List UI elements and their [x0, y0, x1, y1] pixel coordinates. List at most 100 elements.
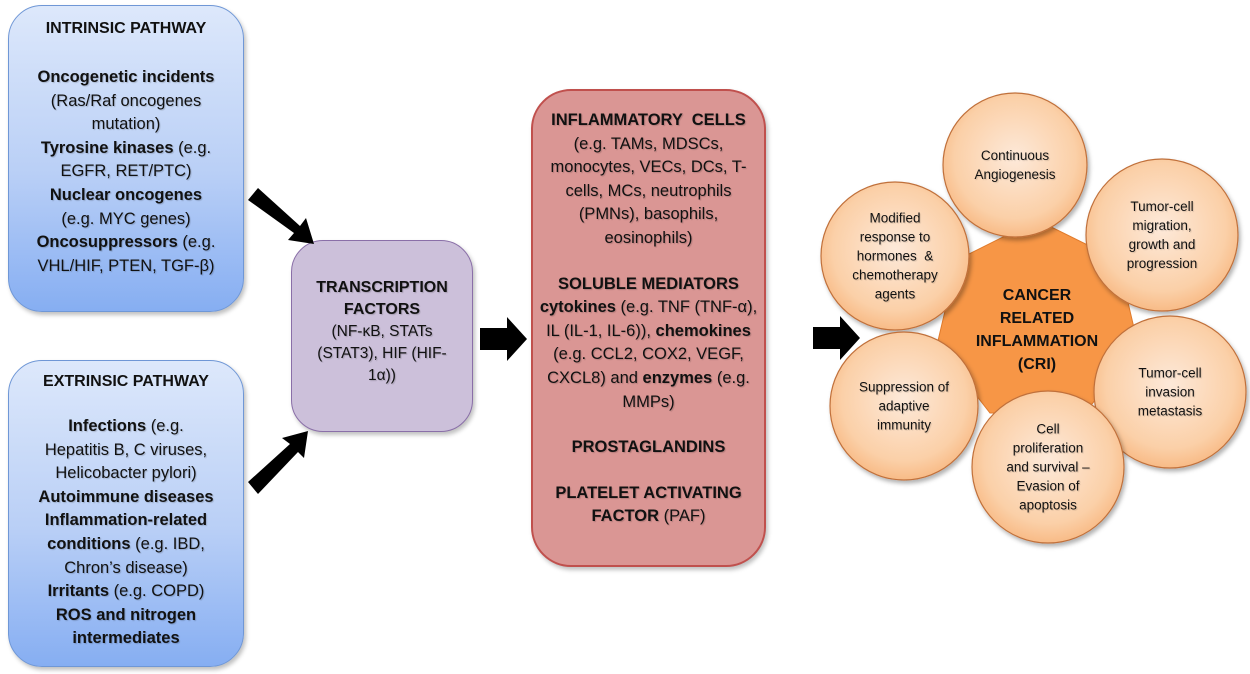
outcome-label-line: and survival – — [1006, 459, 1090, 475]
outcome-label-line: invasion — [1145, 384, 1195, 400]
extrinsic-item: Chron’s disease) — [9, 557, 243, 581]
term-detail: (e.g. IBD, — [130, 534, 205, 553]
term-detail: IL (IL-1, IL-6)), — [546, 321, 656, 340]
outcome-circle-hormones — [820, 181, 970, 331]
outcome-label-line: chemotherapy — [852, 267, 938, 283]
cells-line: (PMNs), basophils, — [578, 205, 719, 224]
term-detail: mutation) — [91, 115, 161, 134]
paf-line: PLATELET ACTIVATING — [555, 483, 742, 502]
term-detail: (e.g. — [177, 233, 216, 252]
term-detail: Chron’s disease) — [64, 558, 188, 577]
term-bold: Autoimmune diseases — [38, 487, 214, 506]
extrinsic-item: intermediates — [9, 627, 243, 651]
term-detail: (e.g. TNF (TNF-α), — [615, 298, 758, 317]
term-bold: intermediates — [72, 629, 180, 648]
term-bold: Oncogenetic incidents — [37, 68, 215, 86]
outcome-label-line: Evasion of — [1016, 478, 1080, 494]
transcription-title: TRANSCRIPTION FACTORS — [292, 277, 472, 321]
intrinsic-item: (e.g. MYC genes) — [9, 208, 243, 232]
outcome-label-line: Tumor-cell — [1130, 199, 1194, 214]
term-bold: Irritants — [47, 582, 110, 601]
transcription-title-line: FACTORS — [343, 301, 421, 318]
outcome-label-line: Tumor-cell — [1138, 365, 1202, 381]
outcome-circles — [820, 92, 1247, 544]
soluble-mediators-list: cytokines (e.g. TNF (TNF-α),IL (IL-1, IL… — [533, 296, 764, 414]
extrinsic-item: Hepatitis B, C viruses, — [9, 439, 243, 463]
term-bold: chemokines — [655, 321, 751, 340]
extrinsic-item: Infections (e.g. — [9, 415, 243, 439]
intrinsic-item: Oncosuppressors (e.g. — [9, 231, 243, 255]
cells-line: eosinophils) — [604, 228, 693, 247]
transcription-factors-box: TRANSCRIPTION FACTORS (NF-κB, STATs (STA… — [291, 240, 473, 432]
mediators-box: INFLAMMATORY CELLS (e.g. TAMs, MDSCs, mo… — [531, 89, 766, 567]
outcome-circle-immunity — [829, 331, 979, 481]
outcome-label-line: Cell — [1036, 421, 1060, 437]
outcome-label-line: immunity — [876, 417, 931, 433]
outcome-circle-angiogenesis — [942, 92, 1088, 238]
intrinsic-pathway-box: INTRINSIC PATHWAY Oncogenetic incidents (… — [8, 5, 244, 312]
extrinsic-item: Helicobacter pylori) — [9, 462, 243, 486]
outcome-circle-migration — [1085, 158, 1239, 312]
term-detail: (e.g. MYC genes) — [61, 209, 191, 228]
soluble-line: (e.g. CCL2, COX2, VEGF, — [533, 343, 764, 367]
term-detail: Helicobacter pylori) — [55, 464, 197, 483]
term-bold: Oncosuppressors — [36, 233, 178, 252]
extrinsic-pathway-box: EXTRINSIC PATHWAY Infections (e.g.Hepati… — [8, 360, 244, 667]
term-detail: (e.g. CCL2, COX2, VEGF, — [553, 345, 744, 364]
extrinsic-items: Infections (e.g.Hepatitis B, C viruses,H… — [9, 415, 243, 651]
outcome-label-line: migration, — [1132, 218, 1192, 233]
soluble-line: cytokines (e.g. TNF (TNF-α), — [533, 296, 764, 320]
cells-line: cells, MCs, neutrophils — [565, 181, 732, 200]
term-detail: EGFR, RET/PTC) — [60, 162, 192, 181]
intrinsic-title: INTRINSIC PATHWAY — [45, 20, 207, 37]
extrinsic-item: Inflammation-related — [9, 509, 243, 533]
term-bold: cytokines — [539, 298, 616, 317]
transcription-detail-line: 1α)) — [368, 367, 396, 384]
outcome-label-line: response to — [859, 229, 931, 245]
outcome-label-line: growth and — [1128, 237, 1196, 252]
outcome-circle-invasion — [1093, 315, 1247, 469]
term-detail: (Ras/Raf oncogenes — [50, 91, 202, 110]
outcome-label-line: Angiogenesis — [974, 167, 1056, 182]
intrinsic-item: VHL/HIF, PTEN, TGF-β) — [9, 255, 243, 279]
arrow-mediators-to-outcomes — [813, 316, 860, 360]
intrinsic-item: Oncogenetic incidents — [9, 66, 243, 90]
paf-abbrev: (PAF) — [659, 507, 706, 526]
term-detail: CXCL8) and — [547, 368, 643, 387]
outcome-circle-proliferation — [971, 390, 1125, 544]
prostaglandins-label: PROSTAGLANDINS — [571, 438, 726, 457]
extrinsic-item: conditions (e.g. IBD, — [9, 533, 243, 557]
arrow-extrinsic-to-transcription — [248, 431, 308, 494]
soluble-line: CXCL8) and enzymes (e.g. — [533, 367, 764, 391]
transcription-details: (NF-κB, STATs (STAT3), HIF (HIF- 1α)) — [292, 321, 472, 387]
cri-line: RELATED — [999, 310, 1075, 327]
term-bold: Inflammation-related — [44, 511, 208, 530]
term-bold: ROS and nitrogen — [55, 605, 197, 624]
outcome-label-line: progression — [1126, 256, 1198, 271]
outcome-label-line: hormones & — [856, 248, 934, 264]
term-bold: conditions — [47, 534, 131, 553]
cri-label: CANCER RELATED INFLAMMATION (CRI) — [976, 284, 1098, 376]
term-detail: (e.g. — [173, 138, 212, 157]
inflammatory-cells-list: (e.g. TAMs, MDSCs, monocytes, VECs, DCs,… — [533, 133, 764, 251]
outcome-label-migration: Tumor-cell migration, growth and progressio… — [1127, 197, 1198, 273]
cri-line: CANCER — [1002, 287, 1072, 304]
outcome-label-line: adaptive — [878, 398, 930, 414]
intrinsic-item: Tyrosine kinases (e.g. — [9, 137, 243, 161]
cells-line: (e.g. TAMs, MDSCs, — [573, 134, 724, 153]
transcription-detail-line: (STAT3), HIF (HIF- — [317, 345, 447, 362]
term-bold: Nuclear oncogenes — [49, 185, 203, 204]
term-detail: MMPs) — [622, 392, 675, 411]
extrinsic-item: ROS and nitrogen — [9, 604, 243, 628]
term-bold: Infections — [68, 417, 147, 435]
term-detail: (e.g. — [712, 368, 750, 387]
term-bold: enzymes — [642, 368, 713, 387]
transcription-detail-line: (NF-κB, STATs — [331, 323, 433, 340]
outcome-label-line: Suppression of — [858, 379, 950, 395]
soluble-mediators-title: SOLUBLE MEDIATORS — [558, 274, 739, 293]
term-detail: (e.g. — [146, 417, 184, 435]
